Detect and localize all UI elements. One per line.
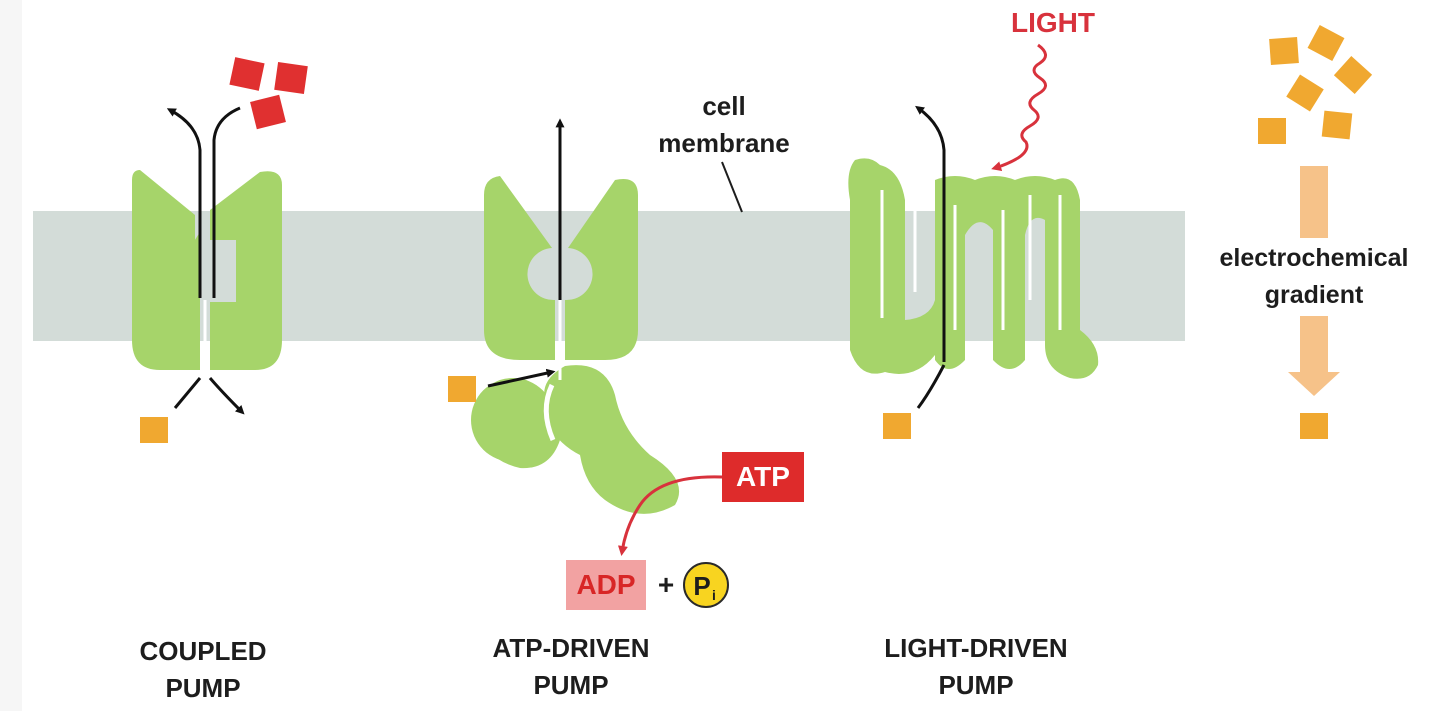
gradient-solute-4 <box>1286 74 1324 112</box>
atp-hydrolysis-arrow <box>617 475 723 556</box>
atp-entry-arrow <box>487 368 556 388</box>
light-pump-title-line1: LIGHT-DRIVEN <box>884 633 1067 663</box>
gradient-solute-5 <box>1258 118 1286 144</box>
red-solute-2 <box>274 62 308 94</box>
coupled-downward-arrow <box>208 377 245 415</box>
gradient-label-line2: gradient <box>1265 281 1364 309</box>
coupled-upward-arrow <box>166 108 202 298</box>
orange-solute-light <box>883 413 911 439</box>
cell-membrane-label-line1: cell <box>702 91 745 121</box>
coupled-pump-title-line1: COUPLED <box>139 636 266 666</box>
light-label: LIGHT <box>1011 7 1095 38</box>
gradient-solute-6 <box>1321 110 1353 140</box>
adp-text: ADP <box>576 569 635 600</box>
orange-solute-atp <box>448 376 476 402</box>
gradient-solute-3 <box>1333 55 1373 95</box>
red-solute-3 <box>250 94 286 130</box>
phosphate-p: P <box>693 571 710 601</box>
gradient-solute-bottom <box>1300 413 1328 439</box>
gradient-solute-2 <box>1307 24 1345 62</box>
orange-solute-coupled <box>140 417 168 443</box>
atp-box <box>722 452 804 502</box>
light-upward-arrow <box>915 105 946 362</box>
cell-membrane-pointer <box>721 161 743 213</box>
atp-pump-title-line1: ATP-DRIVEN <box>493 633 650 663</box>
adp-box <box>566 560 646 610</box>
light-pump-title-line2: PUMP <box>938 670 1013 700</box>
electrochemical-gradient: electrochemical gradient <box>1220 24 1409 439</box>
gradient-label-line1: electrochemical <box>1220 244 1409 272</box>
red-solute-1 <box>229 57 265 91</box>
phosphate-circle <box>683 562 729 608</box>
cell-membrane-label-line2: membrane <box>658 128 790 158</box>
phosphate-subscript: i <box>712 587 716 603</box>
gradient-arrow-shaft-bottom <box>1300 316 1328 372</box>
light-squiggle-arrow <box>991 43 1047 172</box>
atp-pump-title-line2: PUMP <box>533 670 608 700</box>
atp-driven-pump: ATP ADP + P i <box>448 118 804 610</box>
gradient-arrow-head <box>1288 372 1340 396</box>
gradient-arrow-shaft-top <box>1300 166 1328 238</box>
coupled-pump <box>132 57 308 443</box>
light-driven-pump: LIGHT <box>848 7 1099 439</box>
plus-sign: + <box>658 569 674 600</box>
gradient-solute-1 <box>1269 37 1299 65</box>
atp-text: ATP <box>736 461 790 492</box>
coupled-pump-title-line2: PUMP <box>165 673 240 703</box>
